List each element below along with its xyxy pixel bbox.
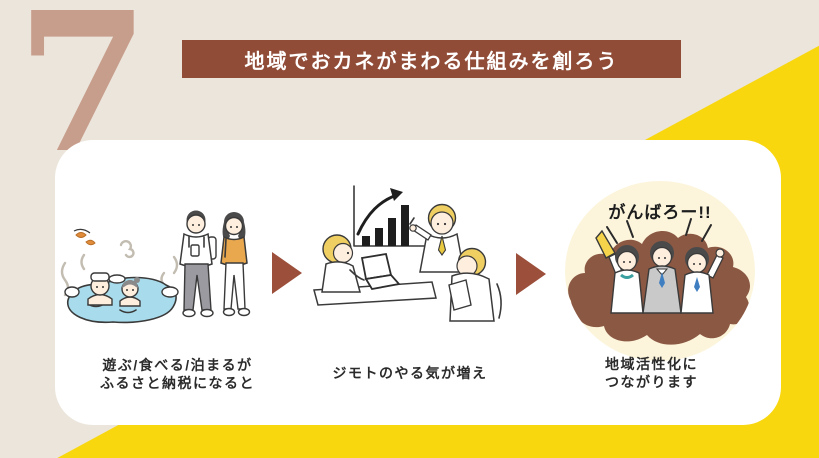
tourist-man	[179, 210, 217, 318]
hot-spring-illustration	[60, 210, 251, 324]
blue-tie	[694, 277, 700, 292]
flow-arrow-icon	[272, 252, 302, 294]
caption-line: ふるさと納税になると	[100, 375, 255, 391]
flow-arrow-icon	[516, 253, 546, 295]
region-circle-background	[565, 181, 755, 361]
bather-woman	[119, 277, 141, 307]
meeting-illustration	[313, 185, 502, 322]
tourist-woman	[220, 212, 251, 317]
cheering-man-fist	[680, 247, 725, 314]
caption-line: 遊ぶ/食べる/泊まるが	[102, 357, 253, 373]
slide-title: 地域でおカネがまわる仕組みを創ろう	[244, 50, 619, 73]
yellow-tie	[437, 235, 447, 256]
title-banner: 地域でおカネがまわる仕組みを創ろう	[182, 40, 681, 78]
excitement-lines	[606, 218, 712, 244]
phone	[190, 244, 200, 257]
cheer-speech-text: がんばろー!!	[608, 203, 712, 222]
step-2-caption: ジモトのやる気が増え	[300, 364, 520, 382]
towel	[90, 272, 110, 282]
blue-tie	[659, 272, 665, 288]
woman-with-laptop	[321, 234, 401, 293]
bather-man	[87, 272, 113, 306]
document	[448, 279, 472, 311]
caption-line: つながります	[605, 374, 698, 390]
seated-man	[448, 247, 502, 322]
cheering-man-vest	[642, 241, 682, 314]
step-1-caption: 遊ぶ/食べる/泊まるが ふるさと納税になると	[70, 356, 285, 392]
region-cheer-illustration	[568, 218, 750, 345]
megaphone-icon	[595, 229, 616, 259]
step-3-caption: 地域活性化に つながります	[605, 355, 775, 391]
caption-line: 地域活性化に	[605, 356, 698, 372]
caption-line: ジモトのやる気が増え	[332, 365, 488, 381]
growth-chart-icon	[353, 185, 427, 247]
content-card: がんばろー!! 遊ぶ/食べる/泊まるが ふるさと納税になると ジモトのやる気が増…	[55, 140, 781, 425]
laptop-icon	[360, 252, 401, 290]
presenter-man	[409, 203, 465, 273]
cheering-woman	[595, 229, 644, 314]
autumn-leaves-icon	[73, 228, 96, 246]
up-arrow-icon	[356, 194, 396, 236]
